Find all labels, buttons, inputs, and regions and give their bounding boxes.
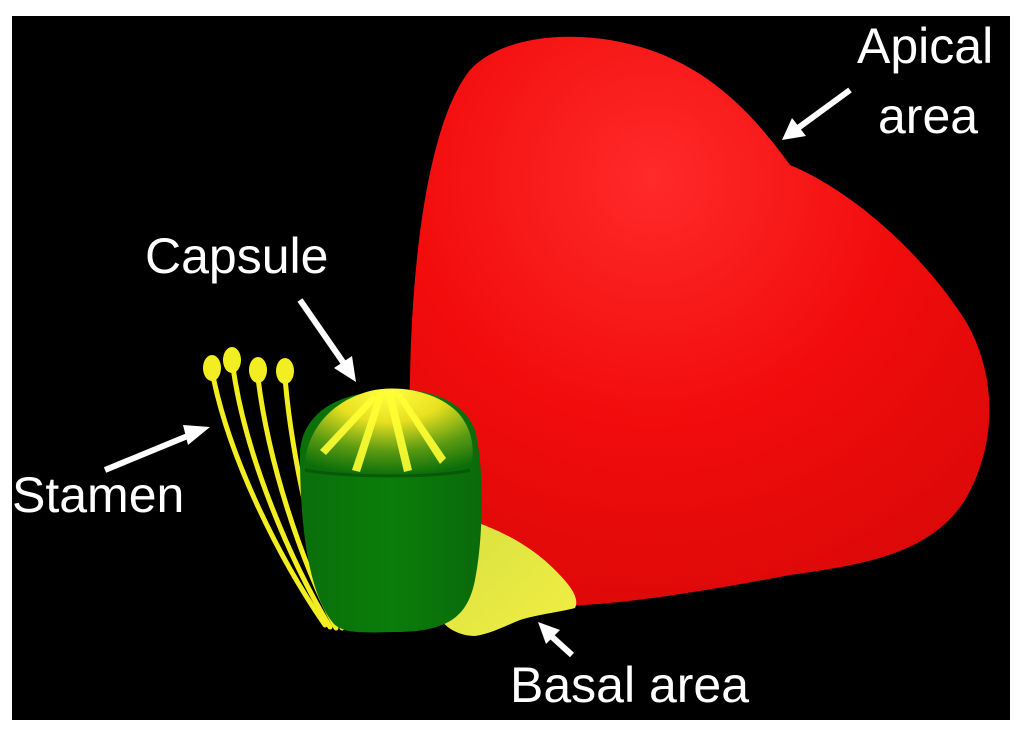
arrow-apical: [782, 87, 852, 140]
label-stamen: Stamen: [12, 467, 184, 523]
capsule-stripe-1: [385, 392, 412, 472]
stamen-filament-2: [230, 364, 333, 630]
stamen-anther-4: [276, 358, 294, 384]
stamen-anther-2: [223, 347, 241, 373]
stamen-filament-1: [210, 373, 328, 628]
label-capsule: Capsule: [145, 228, 328, 284]
arrow-capsule: [297, 298, 356, 382]
capsule-stripe-4: [320, 395, 378, 455]
stamen-anther-1: [203, 355, 221, 381]
capsule-stripe-3: [395, 394, 446, 464]
stamen-anther-3: [249, 357, 267, 383]
arrow-stamen: [103, 425, 210, 473]
capsule-rim: [304, 468, 471, 478]
arrow-basal: [538, 622, 575, 658]
label-apical-line1: Apical: [857, 18, 993, 74]
petal-apical-area: [409, 36, 990, 607]
capsule-top: [305, 388, 473, 476]
label-basal: Basal area: [510, 657, 749, 713]
capsule-stripe-2: [352, 392, 385, 472]
label-apical-line2: area: [878, 88, 978, 144]
